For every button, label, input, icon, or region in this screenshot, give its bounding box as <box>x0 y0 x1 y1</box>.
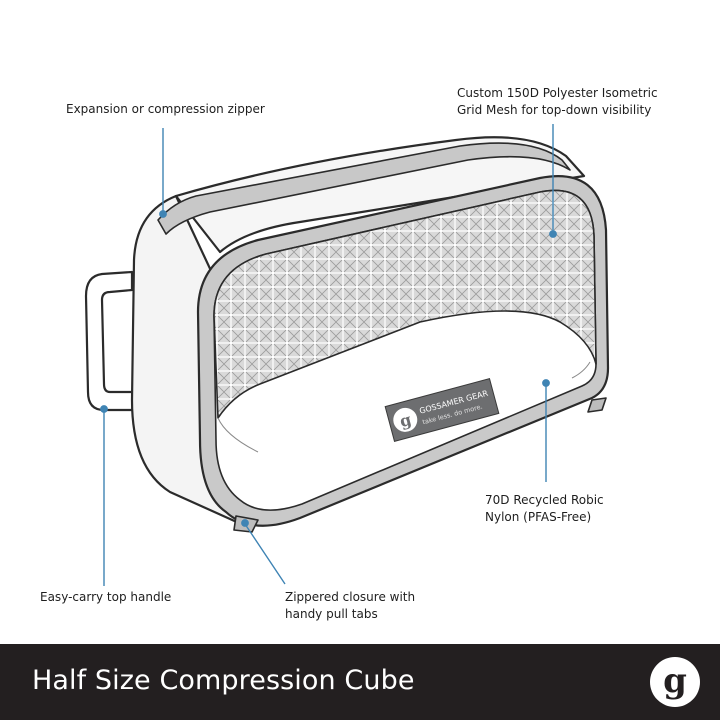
callout-closure: Zippered closure with handy pull tabs <box>285 589 415 623</box>
footer-bar: Half Size Compression Cube g <box>0 644 720 720</box>
callout-nylon-line-2: Nylon (PFAS-Free) <box>485 510 592 524</box>
side-handle <box>84 270 136 412</box>
callout-handle: Easy-carry top handle <box>40 589 171 606</box>
footer-logo-letter: g <box>663 661 687 701</box>
callout-handle-line-1: Easy-carry top handle <box>40 590 172 604</box>
callout-nylon: 70D Recycled Robic Nylon (PFAS-Free) <box>485 492 604 526</box>
callout-mesh: Custom 150D Polyester Isometric Grid Mes… <box>457 85 658 119</box>
product-title: Half Size Compression Cube <box>32 665 415 696</box>
leader-closure <box>244 523 286 585</box>
callout-mesh-line-2: Grid Mesh for top-down visibility <box>457 103 652 117</box>
expansion-zipper-band <box>157 142 571 235</box>
zipper-pull-tab-right <box>587 397 607 413</box>
brand-logo-letter: g <box>398 410 414 431</box>
callout-closure-line-1: Zippered closure with <box>285 590 416 604</box>
callout-zipper-line-1: Expansion or compression zipper <box>66 102 265 116</box>
brand-logo-icon <box>393 407 418 432</box>
gossamer-gear-logo-icon: g <box>650 657 700 707</box>
callout-zipper: Expansion or compression zipper <box>66 101 265 118</box>
callout-nylon-line-1: 70D Recycled Robic <box>485 493 604 507</box>
brand-label: g GOSSAMER GEAR take less. do more. <box>384 378 500 442</box>
callout-closure-line-2: handy pull tabs <box>285 607 378 621</box>
callout-mesh-line-1: Custom 150D Polyester Isometric <box>457 86 658 100</box>
cube-top-panel <box>174 136 586 254</box>
mesh-window <box>213 189 597 419</box>
